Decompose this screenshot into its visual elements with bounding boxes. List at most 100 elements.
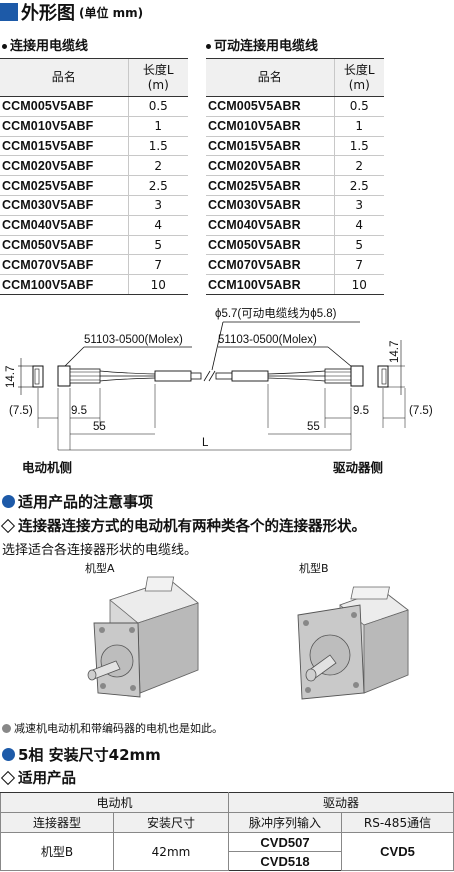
cable-drawing: ϕ5.7(可动电缆线为ϕ5.8) 51103-0500(Molex) 51103… xyxy=(5,306,433,475)
cell-product-name: CCM030V5ABF xyxy=(0,195,128,216)
cell-length: 1 xyxy=(127,116,188,137)
bullet-icon xyxy=(2,44,7,49)
cell-length: 3 xyxy=(127,195,188,216)
cell-rs485: CVD5 xyxy=(341,832,454,871)
cell-pulse-1: CVD507 xyxy=(228,832,342,852)
cell-product-name: CCM050V5ABR xyxy=(206,235,334,256)
cell-product-name: CCM040V5ABF xyxy=(0,215,128,236)
footnote-bullet-icon xyxy=(2,723,11,733)
flex-cable-heading: 可动连接用电缆线 xyxy=(206,35,318,54)
connector-right-label: 51103-0500(Molex) xyxy=(218,334,317,346)
title-unit: (单位 mm) xyxy=(79,5,144,20)
dim-75-right: (7.5) xyxy=(409,405,433,417)
cell-product-name: CCM070V5ABR xyxy=(206,254,334,276)
connector-left-label: 51103-0500(Molex) xyxy=(84,334,183,346)
cell-length: 10 xyxy=(127,274,188,295)
title-text: 外形图 xyxy=(21,3,75,24)
col-header-name: 品名 xyxy=(206,58,334,97)
type-b-label: 机型B xyxy=(299,562,329,575)
type-a-label: 机型A xyxy=(85,562,115,575)
bullet-icon xyxy=(206,44,211,49)
cell-length: 1.5 xyxy=(333,136,384,157)
cell-length: 1 xyxy=(333,116,384,137)
cell-product-name: CCM015V5ABR xyxy=(206,136,334,157)
motor-type-b-image xyxy=(297,586,409,700)
cell-length: 2.5 xyxy=(127,175,188,196)
dim-L: L xyxy=(202,437,209,449)
col-header-length: 长度L(m) xyxy=(333,58,384,97)
cell-length: 2.5 xyxy=(333,175,384,196)
motor-type-a-image xyxy=(87,576,199,698)
cell-length: 5 xyxy=(333,235,384,256)
cell-product-name: CCM050V5ABF xyxy=(0,235,128,256)
dim-55-right: 55 xyxy=(307,421,320,433)
dim-height-left: 14.7 xyxy=(5,366,17,388)
header-pulse-input: 脉冲序列输入 xyxy=(228,812,342,833)
notes-text: 选择适合各连接器形状的电缆线。 xyxy=(2,543,198,558)
cell-product-name: CCM005V5ABR xyxy=(206,96,334,117)
cell-product-name: CCM030V5ABR xyxy=(206,195,334,216)
motor-side-label: 电动机侧 xyxy=(22,460,72,475)
dim-95-left: 9.5 xyxy=(71,405,87,417)
cell-connector-type: 机型B xyxy=(0,832,114,871)
dim-55-left: 55 xyxy=(93,421,106,433)
dim-height-right: 14.7 xyxy=(389,341,401,363)
cell-product-name: CCM020V5ABF xyxy=(0,155,128,177)
diamond-icon xyxy=(0,518,16,533)
cell-product-name: CCM100V5ABR xyxy=(206,274,334,295)
cell-length: 10 xyxy=(333,274,384,295)
header-driver: 驱动器 xyxy=(228,792,454,813)
driver-side-label: 驱动器侧 xyxy=(333,460,383,475)
cell-mount-size: 42mm xyxy=(113,832,229,871)
cell-length: 2 xyxy=(333,155,384,177)
header-motor: 电动机 xyxy=(0,792,229,813)
diameter-label: ϕ5.7(可动电缆线为ϕ5.8) xyxy=(215,306,337,320)
page-title: 外形图 (单位 mm) xyxy=(0,0,143,24)
cell-product-name: CCM025V5ABF xyxy=(0,175,128,196)
cell-product-name: CCM020V5ABR xyxy=(206,155,334,177)
col-header-name: 品名 xyxy=(0,58,128,97)
dim-75-left: (7.5) xyxy=(9,405,33,417)
cell-product-name: CCM040V5ABR xyxy=(206,215,334,236)
cell-product-name: CCM010V5ABF xyxy=(0,116,128,137)
cell-product-name: CCM005V5ABF xyxy=(0,96,128,117)
footnote: 减速机电动机和带编码器的电机也是如此。 xyxy=(2,720,223,736)
cell-length: 1.5 xyxy=(127,136,188,157)
cell-length: 5 xyxy=(127,235,188,256)
notes-subheading: 连接器连接方式的电动机有两种类各个的连接器形状。 xyxy=(0,515,366,536)
cell-product-name: CCM070V5ABF xyxy=(0,254,128,276)
cell-product-name: CCM025V5ABR xyxy=(206,175,334,196)
cell-length: 4 xyxy=(127,215,188,236)
col-header-length: 长度L(m) xyxy=(127,58,188,97)
cell-product-name: CCM015V5ABF xyxy=(0,136,128,157)
bullet-icon xyxy=(2,748,15,761)
header-connector-type: 连接器型 xyxy=(0,812,114,833)
dim-95-right: 9.5 xyxy=(353,405,369,417)
size-heading: 5相 安装尺寸42mm xyxy=(2,744,161,765)
left-connector-shape xyxy=(57,365,71,387)
cell-product-name: CCM100V5ABF xyxy=(0,274,128,295)
right-connector-shape xyxy=(350,365,364,387)
size-subheading: 适用产品 xyxy=(0,767,76,788)
cell-length: 7 xyxy=(333,254,384,276)
cell-length: 4 xyxy=(333,215,384,236)
title-square-icon xyxy=(0,3,18,21)
diamond-icon xyxy=(0,770,16,785)
